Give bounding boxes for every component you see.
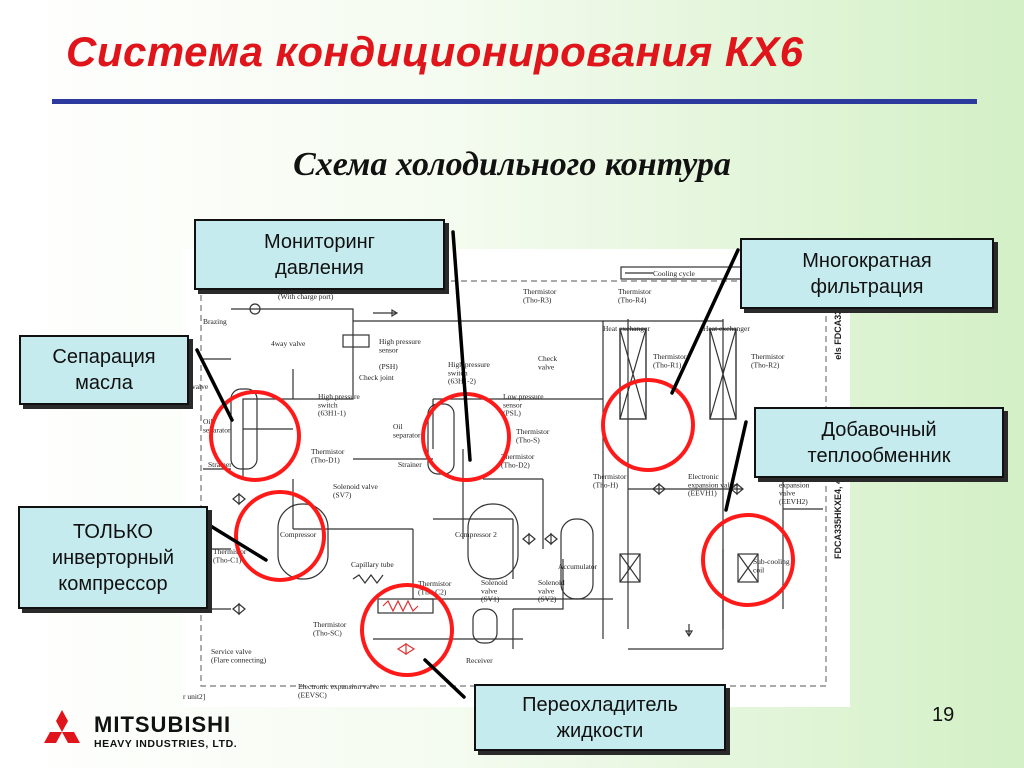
callout-pressure-text: Мониторинг давления bbox=[264, 230, 375, 279]
label-eev-sc: Electronic expansion valve(EEVSC) bbox=[298, 682, 380, 699]
slide-subtitle: Схема холодильного контура bbox=[293, 146, 731, 183]
brand-subtitle: HEAVY INDUSTRIES, LTD. bbox=[94, 738, 238, 750]
label-receiver: Receiver bbox=[466, 656, 493, 665]
callout-additional-exchanger: Добавочный теплообменник bbox=[754, 407, 1004, 478]
label-tho-d1: Thermistor(Tho-D1) bbox=[311, 447, 345, 464]
brand-name: MITSUBISHI bbox=[94, 712, 232, 737]
title-underline bbox=[52, 99, 977, 104]
label-heat-exchanger-1: Heat exchanger bbox=[603, 324, 650, 333]
label-compressor-1: Compressor bbox=[280, 530, 317, 539]
label-tho-r1: Thermistor(Tho-R1) bbox=[653, 352, 687, 369]
label-tho-c2: Thermistor(Tho-C2) bbox=[418, 579, 452, 596]
callout-liquid-subcooler: Переохладитель жидкости bbox=[474, 684, 726, 751]
label-4way-valve: 4way valve bbox=[271, 339, 306, 348]
label-unit: r unit2] bbox=[183, 692, 205, 701]
callout-oil-text: Сепарация масла bbox=[52, 346, 156, 394]
label-model-side: FDCA335HKXE4, 450HKXE4 bbox=[833, 439, 843, 559]
label-tho-c1: Thermistor(Tho-C1) bbox=[213, 547, 247, 564]
callout-inverter-text: ТОЛЬКО инверторный компрессор bbox=[51, 520, 175, 595]
three-diamonds-icon bbox=[44, 710, 80, 743]
label-check-joint: Check joint bbox=[359, 373, 395, 382]
label-heat-exchanger-2: Heat exchanger bbox=[703, 324, 750, 333]
callout-multi-filtration: Многократная фильтрация bbox=[740, 238, 994, 309]
label-strainer-2: Strainer bbox=[398, 460, 422, 469]
callout-pressure-monitoring: Мониторинг давления bbox=[194, 219, 445, 290]
callout-inverter-compressor: ТОЛЬКО инверторный компрессор bbox=[18, 506, 208, 609]
label-solenoid-sv7: Solenoid valve(SV7) bbox=[333, 482, 378, 499]
label-service-flare: Service valve(Flare connecting) bbox=[211, 647, 267, 664]
label-capillary: Capillary tube bbox=[351, 560, 394, 569]
refrigerant-circuit-diagram: Cooling cycle (With charge port) Brazing… bbox=[183, 249, 850, 707]
label-compressor-2: Compressor 2 bbox=[455, 530, 497, 539]
label-cooling-cycle: Cooling cycle bbox=[653, 269, 696, 278]
mitsubishi-logo: MITSUBISHI HEAVY INDUSTRIES, LTD. bbox=[38, 708, 278, 756]
label-tho-r3: Thermistor(Tho-R3) bbox=[523, 287, 557, 304]
label-psh: (PSH) bbox=[379, 362, 398, 371]
label-model-side-top: els FDCA335H bbox=[833, 298, 843, 360]
callout-exchanger-text: Добавочный теплообменник bbox=[807, 418, 951, 467]
label-accumulator: Accumulator bbox=[558, 562, 598, 571]
label-tho-r4: Thermistor(Tho-R4) bbox=[618, 287, 652, 304]
label-tho-s: Thermistor(Tho-S) bbox=[516, 427, 550, 444]
label-tho-d2: Thermistor(Tho-D2) bbox=[501, 452, 535, 469]
label-strainer-1: Strainer bbox=[208, 460, 232, 469]
label-service-charge: (With charge port) bbox=[278, 292, 334, 301]
label-brazing: Brazing bbox=[203, 317, 227, 326]
page-number: 19 bbox=[932, 704, 955, 726]
slide-title: Система кондиционирования КХ6 bbox=[66, 28, 804, 75]
callout-filter-text: Многократная фильтрация bbox=[802, 249, 932, 298]
label-tho-h: Thermistor(Tho-H) bbox=[593, 472, 627, 489]
label-tho-sc: Thermistor(Tho-SC) bbox=[313, 620, 347, 637]
callout-oil-separation: Сепарация масла bbox=[19, 335, 189, 405]
label-tho-r2: Thermistor(Tho-R2) bbox=[751, 352, 785, 369]
callout-subcooler-text: Переохладитель жидкости bbox=[522, 693, 678, 742]
